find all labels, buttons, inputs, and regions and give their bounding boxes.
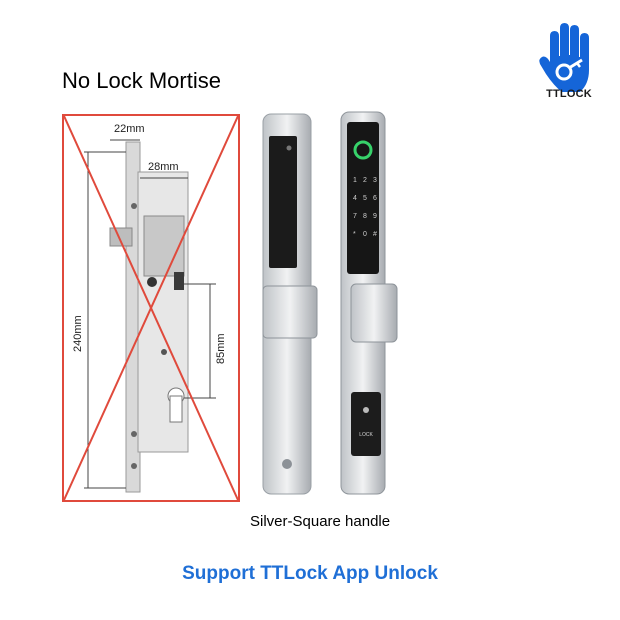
keypad-key: 1 [353, 177, 357, 184]
keypad-key: 5 [363, 195, 367, 202]
dim-top-label: 22mm [114, 123, 145, 135]
keypad-key: 3 [373, 177, 377, 184]
dim-second-label: 28mm [148, 161, 179, 173]
dim-height-label: 240mm [72, 315, 84, 352]
keypad-key: # [373, 231, 377, 238]
keypad-key: 9 [373, 213, 377, 220]
keypad-key: 6 [373, 195, 377, 202]
keypad-key: 4 [353, 195, 357, 202]
keypad-key: 8 [363, 213, 367, 220]
keypad-key: 0 [363, 231, 367, 238]
page-title: No Lock Mortise [62, 68, 221, 93]
keypad-key: 2 [363, 177, 367, 184]
keypad-key: * [353, 231, 356, 238]
logo-text: TTLOCK [546, 88, 592, 100]
mortise-drawing: 22mm 28mm 85mm 240mm [64, 116, 238, 500]
promo-text: Support TTLock App Unlock [182, 563, 438, 584]
lock-button-label: LOCK [359, 432, 373, 438]
hand-key-icon [539, 23, 589, 92]
dim-side-label: 85mm [215, 333, 227, 364]
keypad-key: 7 [353, 213, 357, 220]
mortise-diagram: 22mm 28mm 85mm 240mm [62, 114, 240, 502]
product-caption: Silver-Square handle [250, 513, 391, 530]
